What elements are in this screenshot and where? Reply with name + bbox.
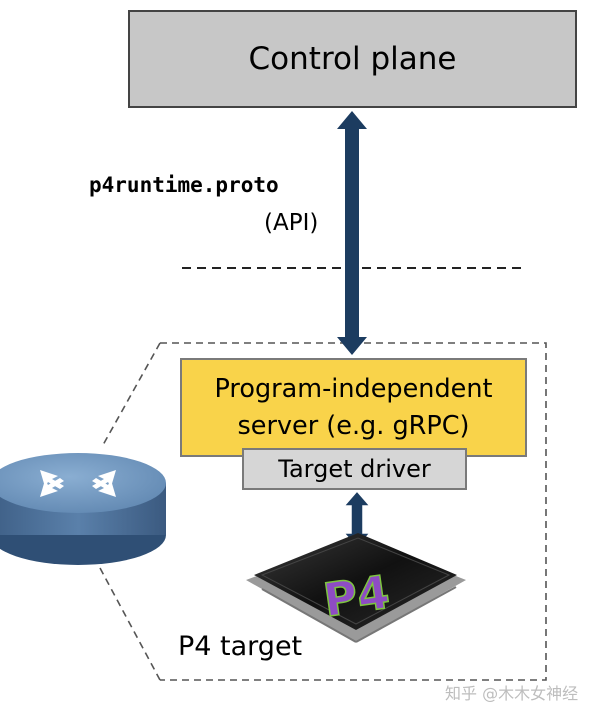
target-driver-label: Target driver <box>278 455 431 483</box>
server-box: Program-independent server (e.g. gRPC) <box>180 358 527 457</box>
projection-line-top <box>102 342 161 446</box>
proto-label: p4runtime.proto <box>89 173 279 197</box>
p4-chip-icon: P4 <box>246 533 466 643</box>
server-label-line2: server (e.g. gRPC) <box>237 410 470 441</box>
server-label-line1: Program-independent <box>214 373 493 404</box>
router-icon <box>0 453 166 565</box>
control-plane-box: Control plane <box>128 10 577 108</box>
p4-logo: P4 <box>320 565 393 628</box>
projection-line-bottom <box>99 567 161 681</box>
api-double-arrow <box>337 111 367 355</box>
control-plane-label: Control plane <box>248 41 457 77</box>
p4-target-label: P4 target <box>178 631 303 662</box>
watermark: 知乎 @木木女神经 <box>445 684 579 703</box>
api-label: (API) <box>264 210 319 236</box>
target-driver-box: Target driver <box>242 448 467 490</box>
